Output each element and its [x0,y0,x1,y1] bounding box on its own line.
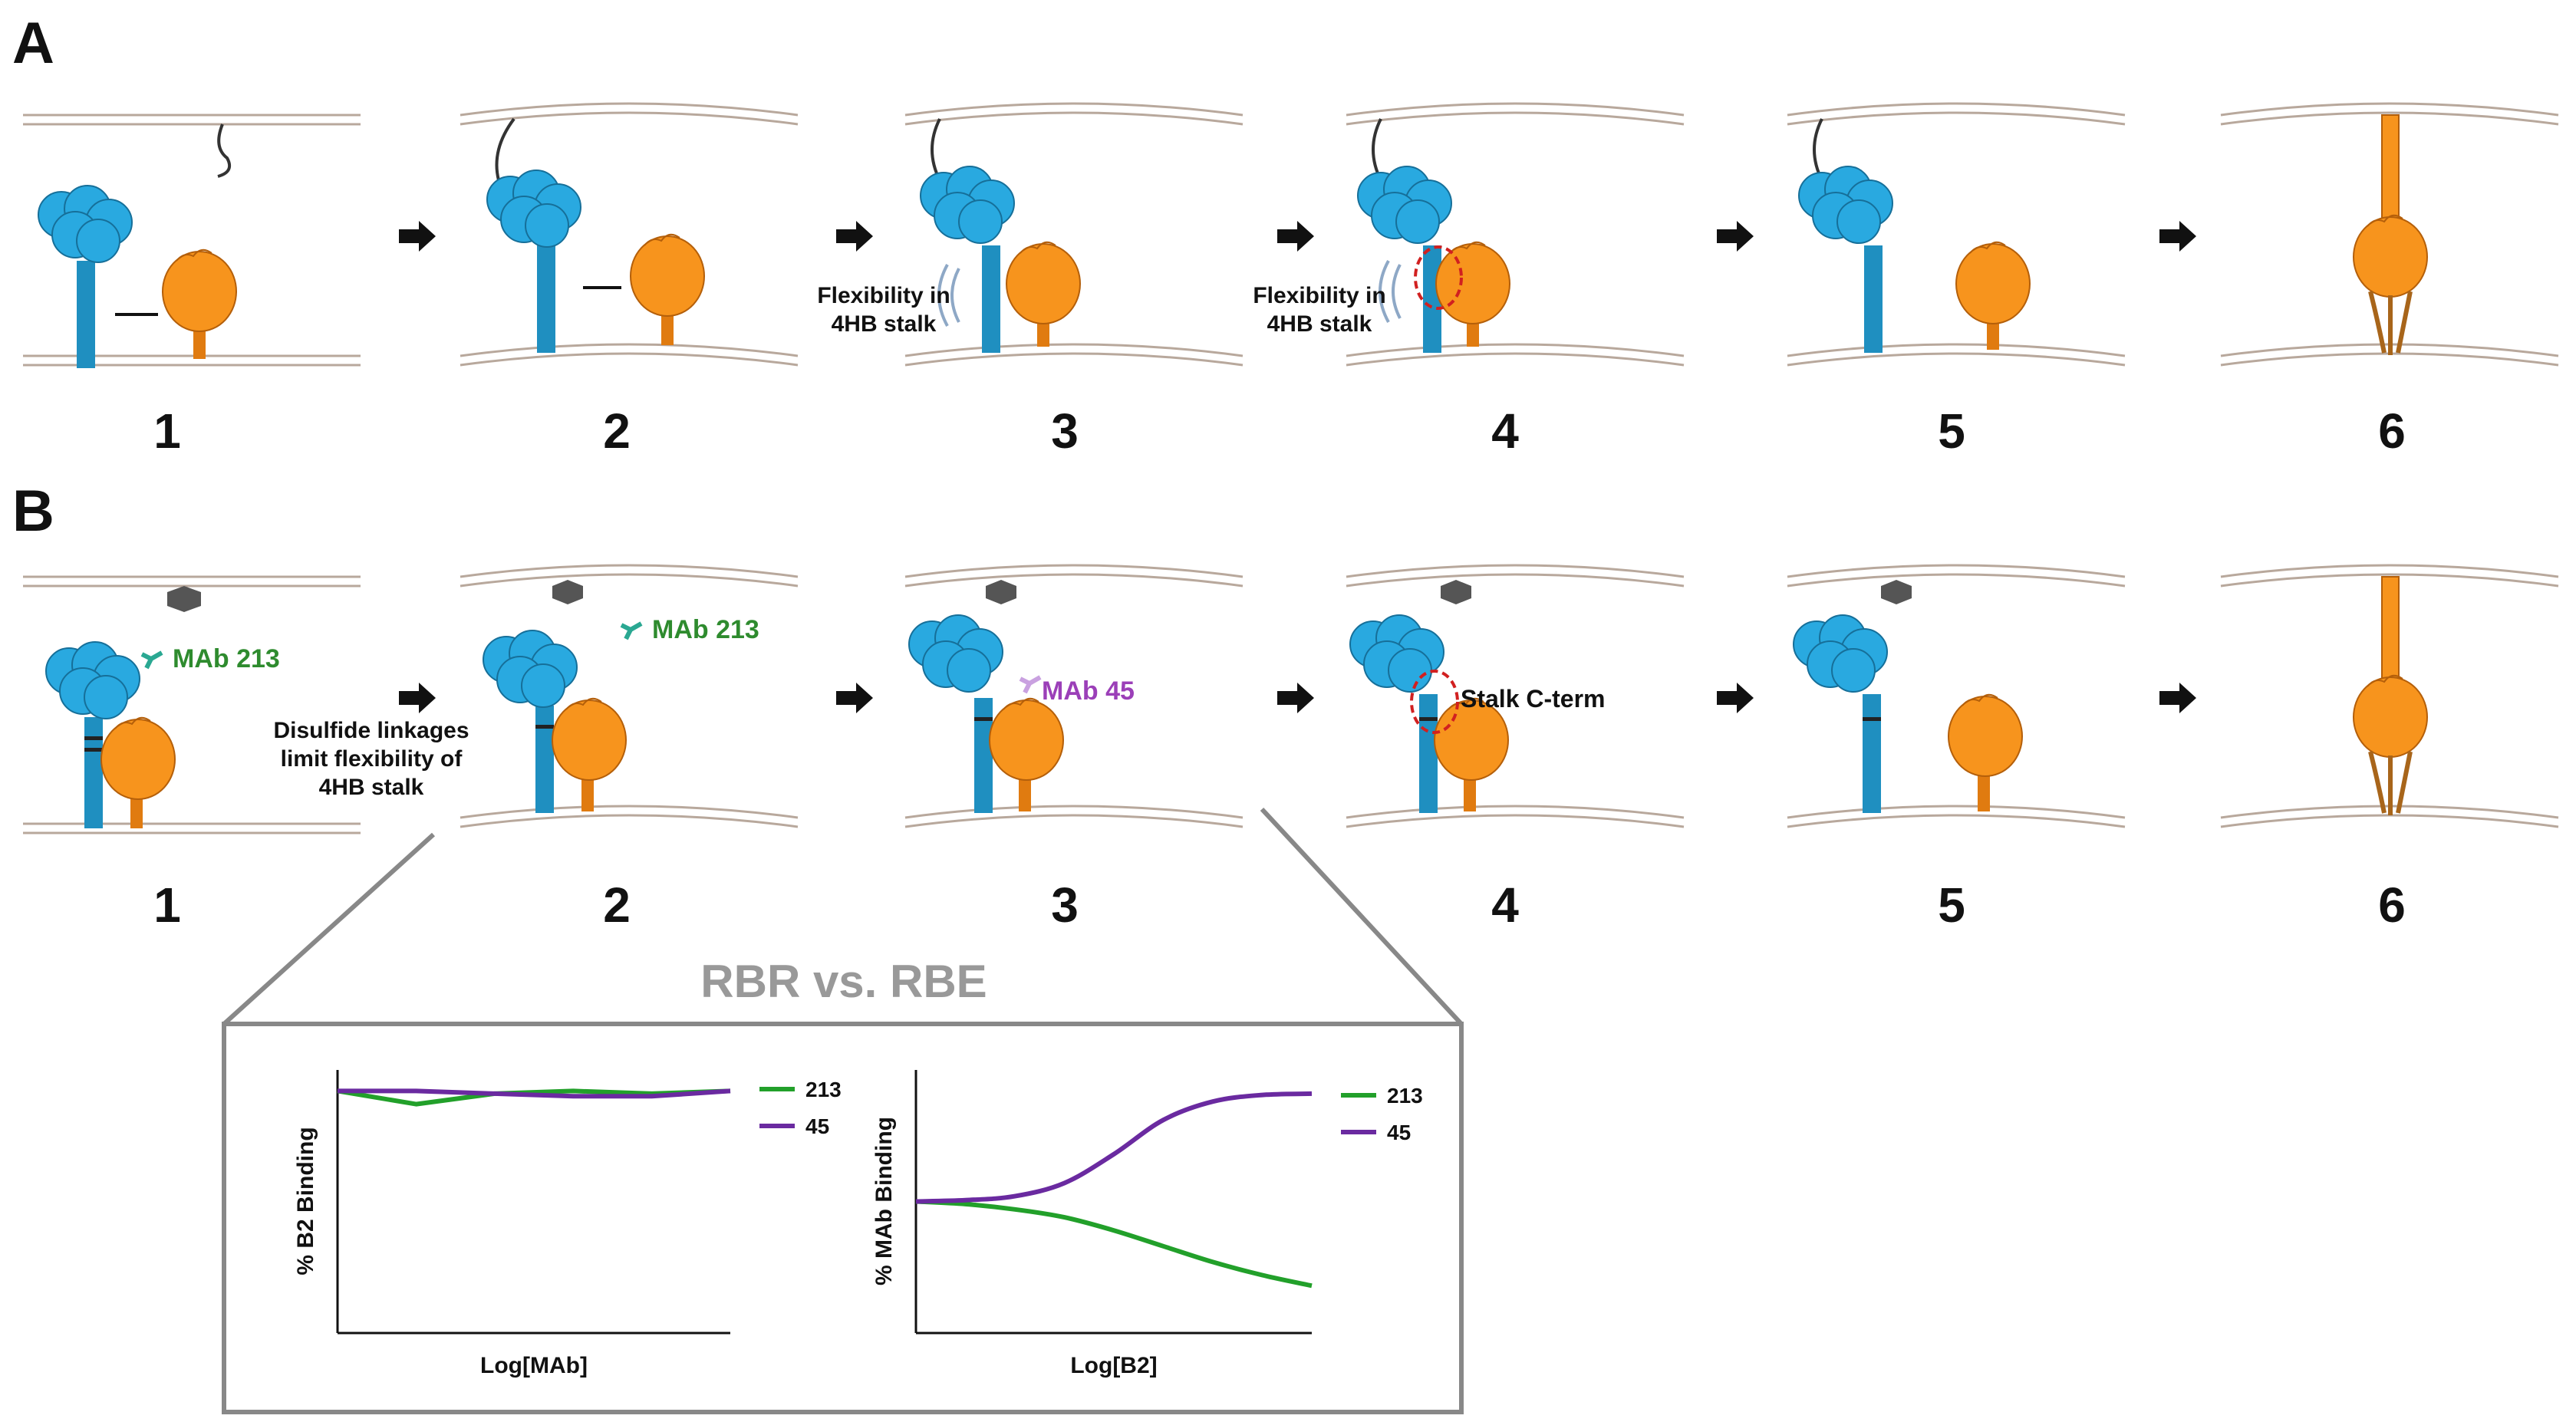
panel-a-arrow-5 [2159,221,2196,252]
note-a3-line1: Flexibility in [817,283,950,308]
b1-mab213-label: MAb 213 [173,644,280,673]
panel-b-step-6 [2220,564,2559,828]
panel-b-step-3 [904,564,1244,828]
disulfide-line3: 4HB stalk [319,775,424,800]
panel-b-step-6-num: 6 [2378,877,2406,933]
panel-b-step-1 [23,575,361,834]
inset-frame [222,1022,1464,1414]
panel-a-step-6-num: 6 [2378,403,2406,459]
chart1-legend-213: 213 [805,1078,842,1101]
panel-a-step-4 [1346,102,1685,367]
panel-a-step-1 [23,114,361,368]
panel-a-step-3 [904,102,1244,367]
chart1-y-label: % B2 Binding [293,1127,318,1275]
panel-b-step-1-num: 1 [153,877,181,933]
panel-a-step-5 [1787,102,2126,367]
panel-a-step-2-num: 2 [603,403,631,459]
panel-a-step-6 [2220,102,2559,367]
panel-a-arrow-4 [1717,221,1754,252]
panel-b-letter: B [12,479,54,544]
note-a4-line1: Flexibility in [1253,283,1385,308]
panel-b-arrow-2 [836,683,873,713]
chart2-series-group [915,1091,1313,1289]
panel-a-letter: A [12,11,54,76]
panel-a-arrow-3 [1277,221,1314,252]
panel-b-step-2-num: 2 [603,877,631,933]
stalk-cterm-label: Stalk C-term [1461,685,1606,713]
panel-a-step-4-num: 4 [1491,403,1519,459]
chart1-legend-45: 45 [805,1114,829,1138]
panel-a-arrow-1 [399,221,436,252]
chart-mab-binding: Log[B2] % MAb Binding 213 45 [871,1070,1423,1378]
panel-b-arrow-1 [399,683,436,713]
panel-a-step-2 [460,102,799,367]
chart1-series-45-line [338,1088,731,1099]
panel-b-step-3-num: 3 [1051,877,1079,933]
b2-mab213-label: MAb 213 [652,615,759,644]
panel-b-step-4-num: 4 [1491,877,1519,933]
note-a4-line2: 4HB stalk [1267,311,1372,337]
chart1-series-group [337,1088,731,1107]
chart-b2-binding: Log[MAb] % B2 Binding 213 45 [293,1070,842,1378]
panel-b-step-5-num: 5 [1938,877,1965,933]
disulfide-line1: Disulfide linkages [273,718,469,743]
panel-b-step-2 [460,564,799,828]
panel-b-step-4 [1346,564,1685,828]
panel-a-step-5-num: 5 [1938,403,1965,459]
panel-b-arrow-3 [1277,683,1314,713]
inset-title: RBR vs. RBE [700,956,987,1007]
panel-b-arrow-4 [1717,683,1754,713]
chart2-legend-213: 213 [1387,1084,1423,1108]
chart2-series-213-line [915,1199,1313,1289]
panel-b-arrow-5 [2159,683,2196,713]
panel-a-arrow-2 [836,221,873,252]
panel-a-step-1-num: 1 [153,403,181,459]
chart2-x-label: Log[B2] [1070,1353,1157,1378]
chart2-series-45-line [915,1091,1313,1204]
inset-zoom-lines [222,807,1464,1026]
panel-a-step-3-num: 3 [1051,403,1079,459]
b3-mab45-label: MAb 45 [1042,676,1135,706]
chart2-legend-45: 45 [1387,1121,1411,1144]
disulfide-line2: limit flexibility of [281,746,463,772]
panel-b-step-5 [1787,564,2126,828]
chart2-y-label: % MAb Binding [871,1117,897,1285]
note-a3-line2: 4HB stalk [832,311,937,337]
chart1-x-label: Log[MAb] [480,1353,588,1378]
